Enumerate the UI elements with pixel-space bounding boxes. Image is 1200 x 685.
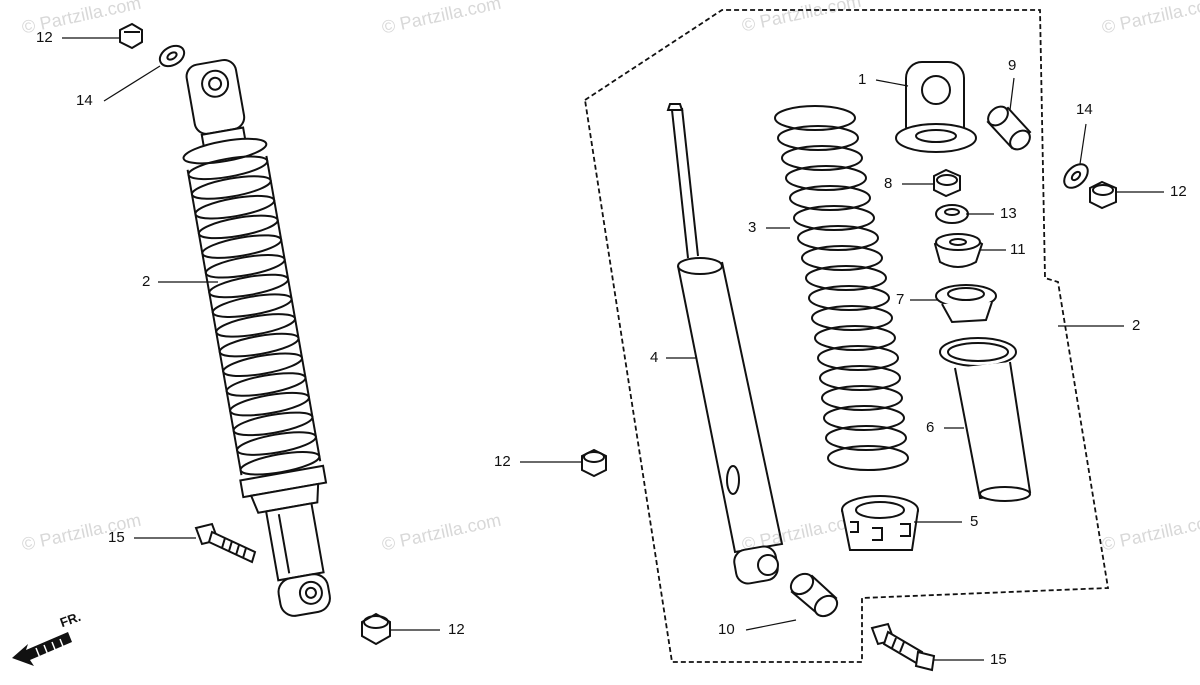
callout-11: 11 [1010,241,1026,258]
upper-mount-1 [895,61,977,153]
rubber-11 [933,233,984,268]
collar-7 [935,284,997,324]
callout-12: 12 [494,453,511,470]
callout-12: 12 [448,621,465,638]
callout-15: 15 [990,651,1007,668]
callout-9: 9 [1008,57,1017,74]
callout-15: 15 [108,529,125,546]
callout-4: 4 [650,349,659,366]
callout-2: 2 [1132,317,1141,334]
callout-8: 8 [884,175,893,192]
front-direction-arrow-icon [12,632,72,666]
adjuster-5 [841,495,919,551]
callout-13: 13 [1000,205,1017,222]
assembly-boundary [584,9,1110,663]
nut-12-bottom-left [361,612,391,646]
bolt-15-left [194,522,257,564]
washer-14-left [158,44,186,68]
spring-coils [186,155,322,476]
damper-4 [666,103,784,585]
nut-12-top-left [119,22,143,50]
callout-2: 2 [142,273,151,290]
assembled-shock-absorber [182,58,331,617]
washer-13 [935,204,969,224]
bushing-10 [789,572,839,618]
callout-12: 12 [36,29,53,46]
bushing-9 [986,105,1032,151]
callout-10: 10 [718,621,735,638]
leader-lines [62,37,1164,661]
callout-12: 12 [1170,183,1187,200]
bolt-15-right [870,622,936,672]
cover-6 [939,337,1032,502]
callout-1: 1 [858,71,867,88]
callout-6: 6 [926,419,935,436]
nut-12-top-right [1089,180,1117,210]
callout-5: 5 [970,513,979,530]
callout-3: 3 [748,219,757,236]
callout-14: 14 [1076,101,1093,118]
nut-12-middle [581,448,607,478]
callout-7: 7 [896,291,905,308]
spring-3 [774,105,909,471]
callout-14: 14 [76,92,93,109]
nut-8 [933,168,961,198]
washer-14-right [1063,163,1089,189]
